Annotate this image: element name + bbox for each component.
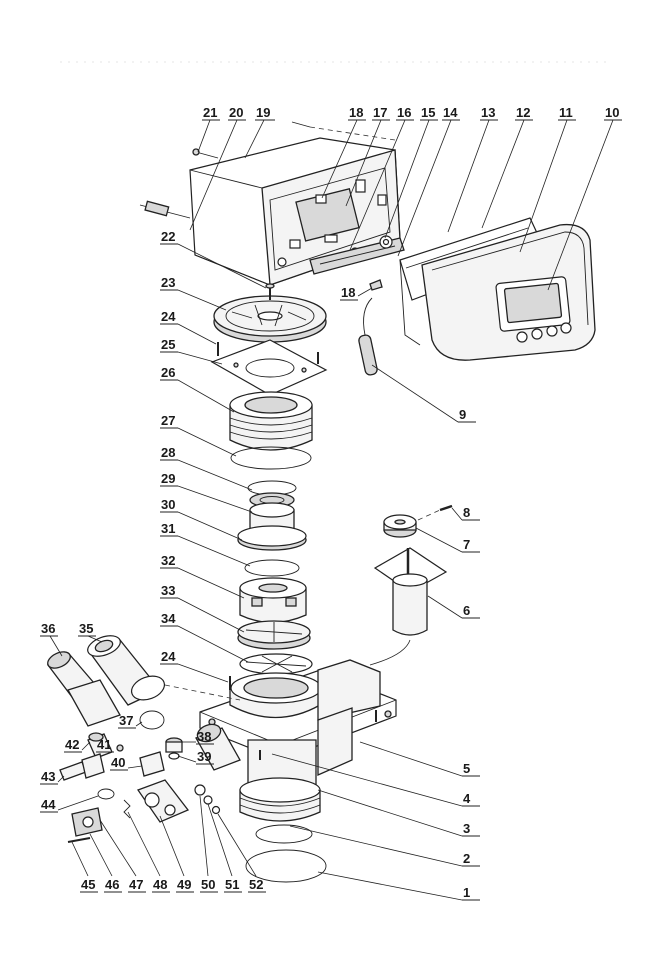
callout-2: 2 xyxy=(463,851,470,866)
injector-body xyxy=(136,779,190,823)
disc-33 xyxy=(237,620,311,650)
callout-43: 43 xyxy=(41,769,55,784)
mounting-plate xyxy=(210,339,328,396)
motor-6 xyxy=(373,547,448,636)
callout-1: 1 xyxy=(463,885,470,900)
hose-barb-43 xyxy=(59,753,105,781)
callout-48: 48 xyxy=(153,877,167,892)
callout-33: 33 xyxy=(161,583,175,598)
gear-screw-22 xyxy=(265,283,275,300)
callout-labels: 21 20 19 18 17 16 15 14 13 12 11 10 xyxy=(40,105,622,901)
callout-28: 28 xyxy=(161,445,175,460)
o-ring-2 xyxy=(255,824,313,844)
callout-51: 51 xyxy=(225,877,239,892)
bottom-adapter-3 xyxy=(239,777,321,822)
callout-10: 10 xyxy=(605,105,619,120)
callout-23: 23 xyxy=(161,275,175,290)
callout-14: 14 xyxy=(443,105,458,120)
motor-screw-8 xyxy=(417,504,453,521)
piston-housing-32 xyxy=(239,577,307,624)
controller-housing xyxy=(189,137,401,286)
callout-7: 7 xyxy=(463,537,470,552)
callout-15: 15 xyxy=(421,105,435,120)
callout-24-top: 24 xyxy=(161,309,176,324)
callout-5: 5 xyxy=(463,761,470,776)
ring-31 xyxy=(244,559,300,577)
callout-35: 35 xyxy=(79,621,93,636)
callout-39: 39 xyxy=(197,749,211,764)
bypass-fitting-35 xyxy=(86,635,241,706)
callout-29: 29 xyxy=(161,471,175,486)
adapter-elbow xyxy=(195,723,241,771)
callout-42: 42 xyxy=(65,737,79,752)
callout-19: 19 xyxy=(256,105,270,120)
callout-22: 22 xyxy=(161,229,175,244)
callout-21: 21 xyxy=(203,105,217,120)
callout-41: 41 xyxy=(97,737,111,752)
callout-30: 30 xyxy=(161,497,175,512)
callout-26: 26 xyxy=(161,365,175,380)
callout-46: 46 xyxy=(105,877,119,892)
bypass-fitting-36 xyxy=(46,651,121,727)
callout-52: 52 xyxy=(249,877,263,892)
spring-49-50 xyxy=(123,784,221,819)
valve-body xyxy=(199,659,397,800)
threaded-housing xyxy=(229,391,313,451)
o-ring-1 xyxy=(245,849,327,883)
clip-45-48 xyxy=(67,807,103,843)
callout-34: 34 xyxy=(161,611,176,626)
callout-16: 16 xyxy=(397,105,411,120)
callout-8: 8 xyxy=(463,505,470,520)
callout-36: 36 xyxy=(41,621,55,636)
callout-11: 11 xyxy=(559,105,573,120)
callout-12: 12 xyxy=(516,105,530,120)
callout-49: 49 xyxy=(177,877,191,892)
motor-gear-7 xyxy=(383,514,417,538)
callout-38: 38 xyxy=(197,729,211,744)
callout-31: 31 xyxy=(161,521,175,536)
callout-4: 4 xyxy=(463,791,471,806)
cap-38 xyxy=(165,737,183,760)
callout-13: 13 xyxy=(481,105,495,120)
sensor-cable xyxy=(358,297,378,376)
callout-3: 3 xyxy=(463,821,470,836)
o-ring-27 xyxy=(230,446,312,470)
front-panel xyxy=(421,223,596,361)
callout-27: 27 xyxy=(161,413,175,428)
callout-45: 45 xyxy=(81,877,95,892)
callout-9: 9 xyxy=(459,407,466,422)
callout-18-top: 18 xyxy=(349,105,363,120)
housing-screw xyxy=(192,121,396,159)
callout-47: 47 xyxy=(129,877,143,892)
washer-44 xyxy=(97,788,115,800)
callout-32: 32 xyxy=(161,553,175,568)
callout-25: 25 xyxy=(161,337,175,352)
callout-17: 17 xyxy=(373,105,387,120)
callout-50: 50 xyxy=(201,877,215,892)
callout-20: 20 xyxy=(229,105,243,120)
callout-37: 37 xyxy=(119,713,133,728)
power-cable xyxy=(139,200,191,219)
nozzle-40 xyxy=(139,751,165,777)
piston-assembly xyxy=(237,502,307,551)
callout-24-bottom: 24 xyxy=(161,649,176,664)
circuit-board xyxy=(309,235,405,275)
callout-44: 44 xyxy=(41,797,56,812)
callout-6: 6 xyxy=(463,603,470,618)
callout-40: 40 xyxy=(111,755,125,770)
seal-disc-34 xyxy=(239,653,313,675)
main-gear xyxy=(213,295,327,343)
ring-37 xyxy=(139,710,165,730)
callout-18-clip: 18 xyxy=(341,285,355,300)
motor-wire xyxy=(369,639,411,666)
